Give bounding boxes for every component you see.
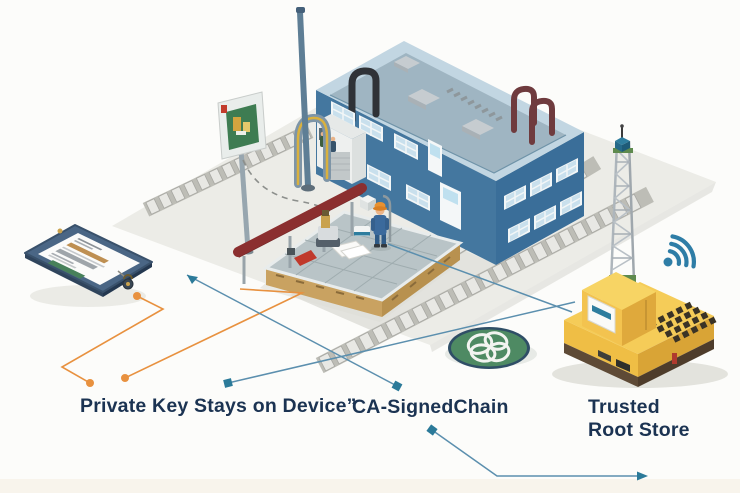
label-trusted-line2: Root Store	[588, 419, 690, 441]
machine-button	[616, 359, 630, 372]
workshop-equipment	[287, 194, 392, 266]
sign-red-chip	[221, 105, 227, 113]
machine-button	[598, 350, 611, 362]
tablet-screen-content	[47, 238, 109, 279]
tablet-device	[24, 224, 153, 307]
orange-leader-lines	[60, 288, 306, 384]
dashed-path	[242, 159, 333, 214]
padlock-icon	[117, 270, 134, 290]
sign-screen	[226, 104, 259, 150]
hook-pipe	[382, 194, 392, 242]
orange-line-dots	[86, 292, 141, 387]
building-door-front	[440, 182, 461, 230]
machine-red-switch	[672, 353, 677, 364]
red-toolbox	[294, 250, 317, 266]
roller-door	[330, 152, 350, 180]
lamp-post	[296, 7, 315, 192]
label-trusted-line1: Trusted	[588, 396, 660, 418]
railroad-track-back	[142, 124, 314, 217]
blue-line-markers	[187, 275, 648, 481]
certificate-seal-icon	[445, 327, 537, 369]
building-door-upper	[428, 139, 442, 177]
blue-leader-lines	[186, 243, 642, 477]
wifi-icon	[663, 234, 696, 269]
black-roof-pipe	[348, 67, 380, 124]
roof-vent	[394, 56, 494, 140]
machine-keypad	[648, 301, 718, 343]
building-roof-deck	[330, 53, 566, 173]
machine-screen	[587, 295, 616, 334]
arrowhead-up-left	[187, 275, 198, 284]
label-private-key: Private Key Stays on Device”	[80, 395, 357, 417]
mobile-tower-machine	[552, 124, 728, 388]
arch-pipe	[294, 113, 331, 188]
canopy-roof	[233, 183, 367, 257]
signboard	[217, 91, 267, 255]
roof-ridge-vents	[446, 87, 503, 122]
label-ca-signed-chain: CA-SignedChain	[352, 396, 509, 418]
maroon-roof-pipes	[511, 85, 555, 145]
arrowhead-right	[637, 471, 648, 481]
worker-figure	[371, 202, 391, 251]
bottom-shadow-band	[0, 479, 740, 493]
bench-machine	[318, 226, 338, 240]
worker-overalls	[373, 215, 387, 235]
label-trusted-root-store: Trusted Root Store	[588, 396, 690, 442]
